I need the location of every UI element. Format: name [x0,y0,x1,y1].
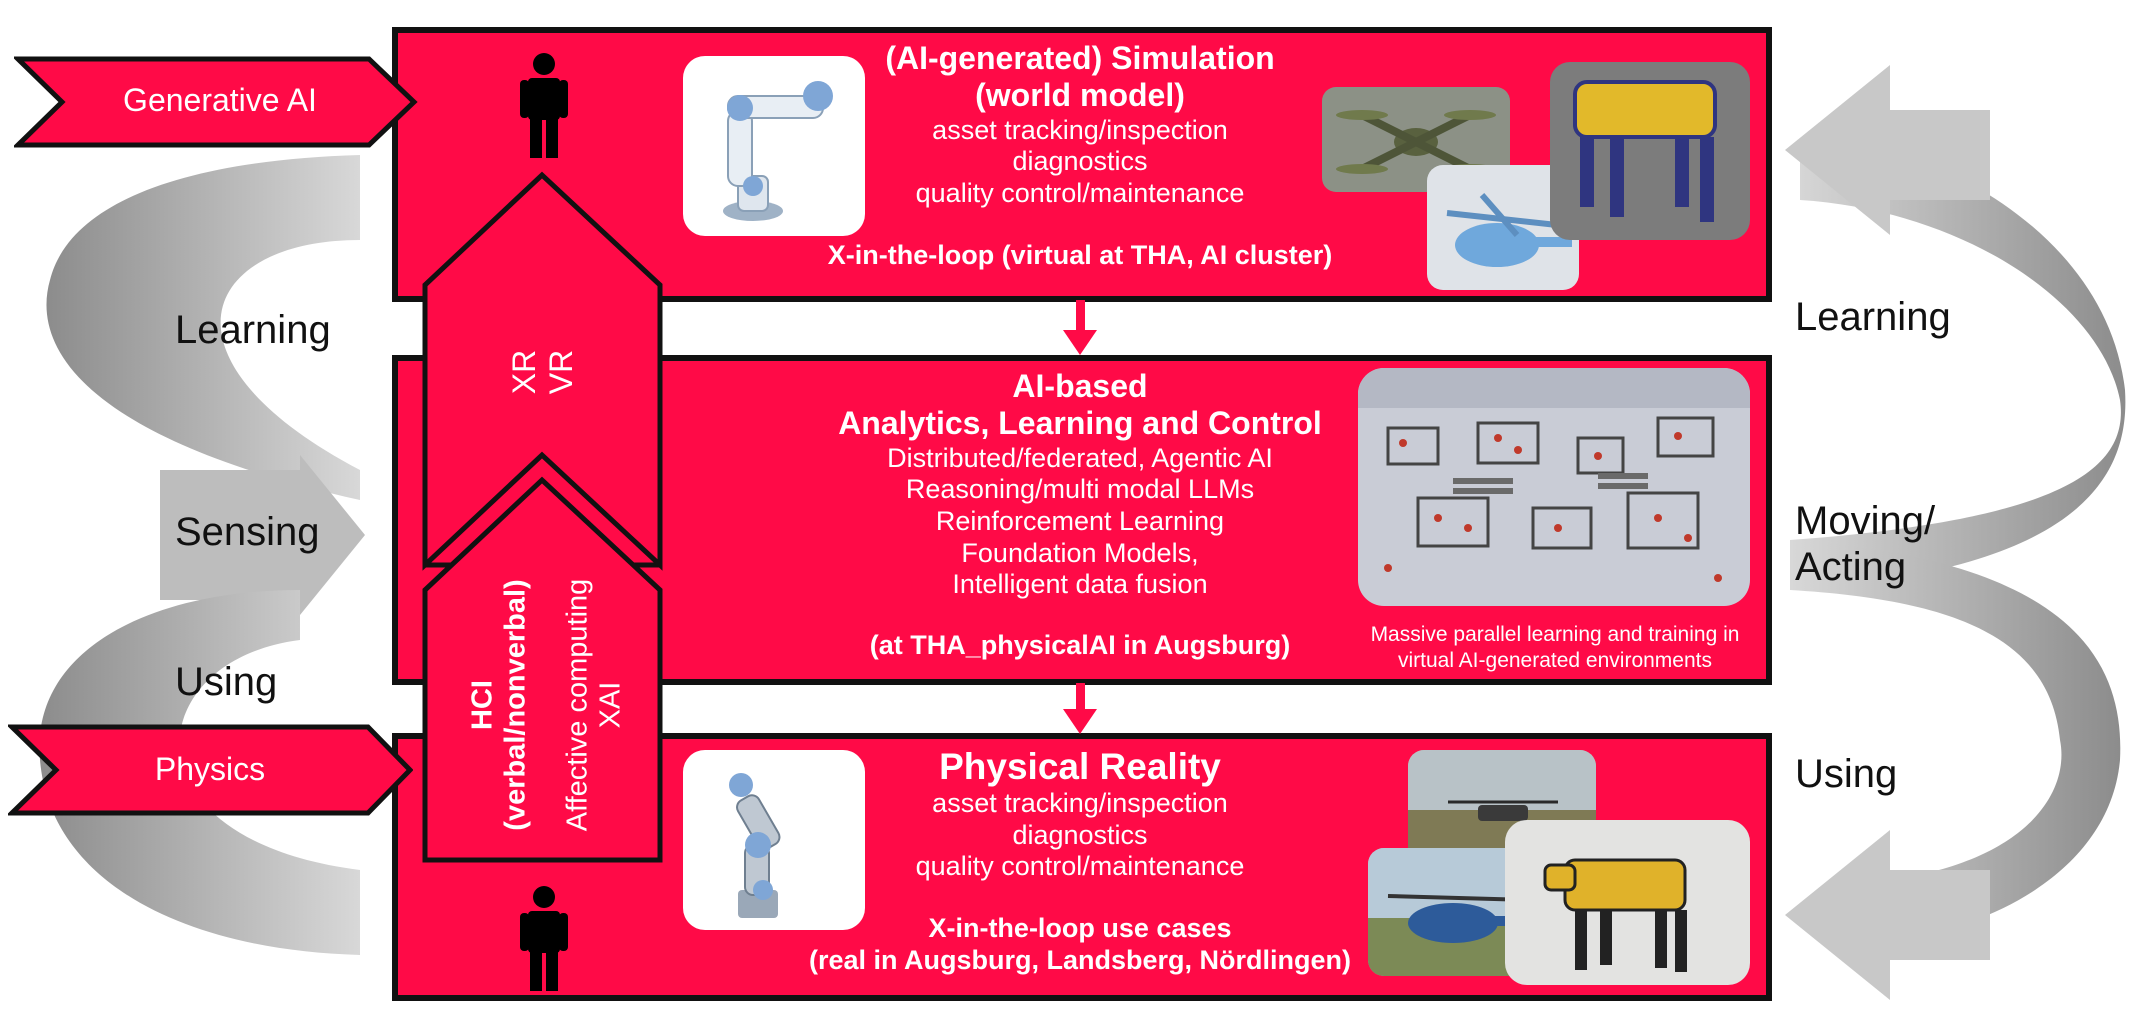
physical-footer-line1: X-in-the-loop use cases [928,913,1232,943]
xr-text: XR [506,349,543,395]
left-sensing-label: Sensing [175,510,320,554]
quadruped-photo-image [1505,820,1750,985]
analytics-image-caption: Massive parallel learning and training i… [1340,622,1770,675]
hci-text: HCI [466,680,499,730]
simulation-title-line1: (AI-generated) Simulation [885,40,1275,76]
affective-label: Affective computing XAI [562,579,629,832]
simulation-footer: X-in-the-loop (virtual at THA, AI cluste… [827,240,1333,270]
arrow-analytics-to-physical [1063,683,1097,734]
robot-arm-image-bottom [683,750,865,930]
physical-title: Physical Reality [939,746,1221,787]
simulation-item: diagnostics [1012,146,1148,177]
analytics-content: AI-based Analytics, Learning and Control… [800,368,1360,601]
physics-label: Physics [154,751,266,787]
right-moving-acting-label: Moving/ Acting [1795,498,1935,590]
arrow-sim-to-analytics [1063,300,1097,355]
simulation-item: asset tracking/inspection [932,114,1228,145]
physical-content: Physical Reality asset tracking/inspecti… [830,745,1330,883]
physical-item: asset tracking/inspection [932,788,1228,819]
physical-item: quality control/maintenance [915,851,1245,882]
acting-text: Acting [1795,545,1907,589]
vr-text: VR [543,349,579,395]
caption-line2: virtual AI-generated environments [1397,649,1712,673]
hci-label: HCI (verbal/nonverbal) [467,579,534,830]
xr-vr-arrow-bottom [422,415,663,571]
analytics-item: Intelligent data fusion [952,569,1208,600]
generative-ai-label: Generative AI [123,82,317,118]
generative-ai-tag [14,56,418,148]
xai-text: XAI [595,681,627,729]
person-icon-top [520,53,568,158]
analytics-item: Reasoning/multi modal LLMs [905,474,1255,505]
physics-tag [8,724,413,816]
hci-arrow [422,476,663,863]
right-bottom-arrowhead [1785,830,1990,1000]
quadruped-render-image [1550,62,1750,240]
caption-line1: Massive parallel learning and training i… [1370,623,1740,646]
right-learning-label: Learning [1795,295,1951,339]
analytics-item: Distributed/federated, Agentic AI [887,442,1273,473]
simulation-content: (AI-generated) Simulation (world model) … [830,40,1330,210]
left-learning-label: Learning [175,308,331,352]
robot-arm-image-top [683,56,865,236]
physical-footer: X-in-the-loop use cases (real in Augsbur… [760,913,1400,976]
simulation-item: quality control/maintenance [915,178,1245,209]
right-lower-arc [1790,540,2121,940]
analytics-item: Foundation Models, [961,537,1199,568]
left-using-label: Using [175,660,278,704]
right-using-label: Using [1795,752,1898,796]
xr-vr-label: XR VR [506,350,580,394]
right-top-arrowhead [1785,65,1990,235]
analytics-footer: (at THA_physicalAI in Augsburg) [869,630,1291,660]
simulation-title-line2: (world model) [975,77,1185,114]
analytics-item: Reinforcement Learning [935,506,1225,537]
physical-footer-line2: (real in Augsburg, Landsberg, Nördlingen… [808,944,1352,975]
person-icon-bottom [520,886,568,991]
right-upper-arc [1790,150,2126,590]
moving-text: Moving/ [1795,499,1936,543]
drone-render-image [1322,87,1510,192]
hci-subtext: (verbal/nonverbal) [500,579,532,831]
left-upper-arc [46,155,360,500]
analytics-title-line2: Analytics, Learning and Control [838,405,1322,442]
analytics-title-line1: AI-based [1012,368,1148,404]
physical-item: diagnostics [1012,819,1148,850]
affective-text: Affective computing [561,578,594,832]
parallel-training-environment-image [1358,368,1750,606]
helicopter-render-image [1427,165,1579,290]
left-lower-arc [39,590,360,955]
